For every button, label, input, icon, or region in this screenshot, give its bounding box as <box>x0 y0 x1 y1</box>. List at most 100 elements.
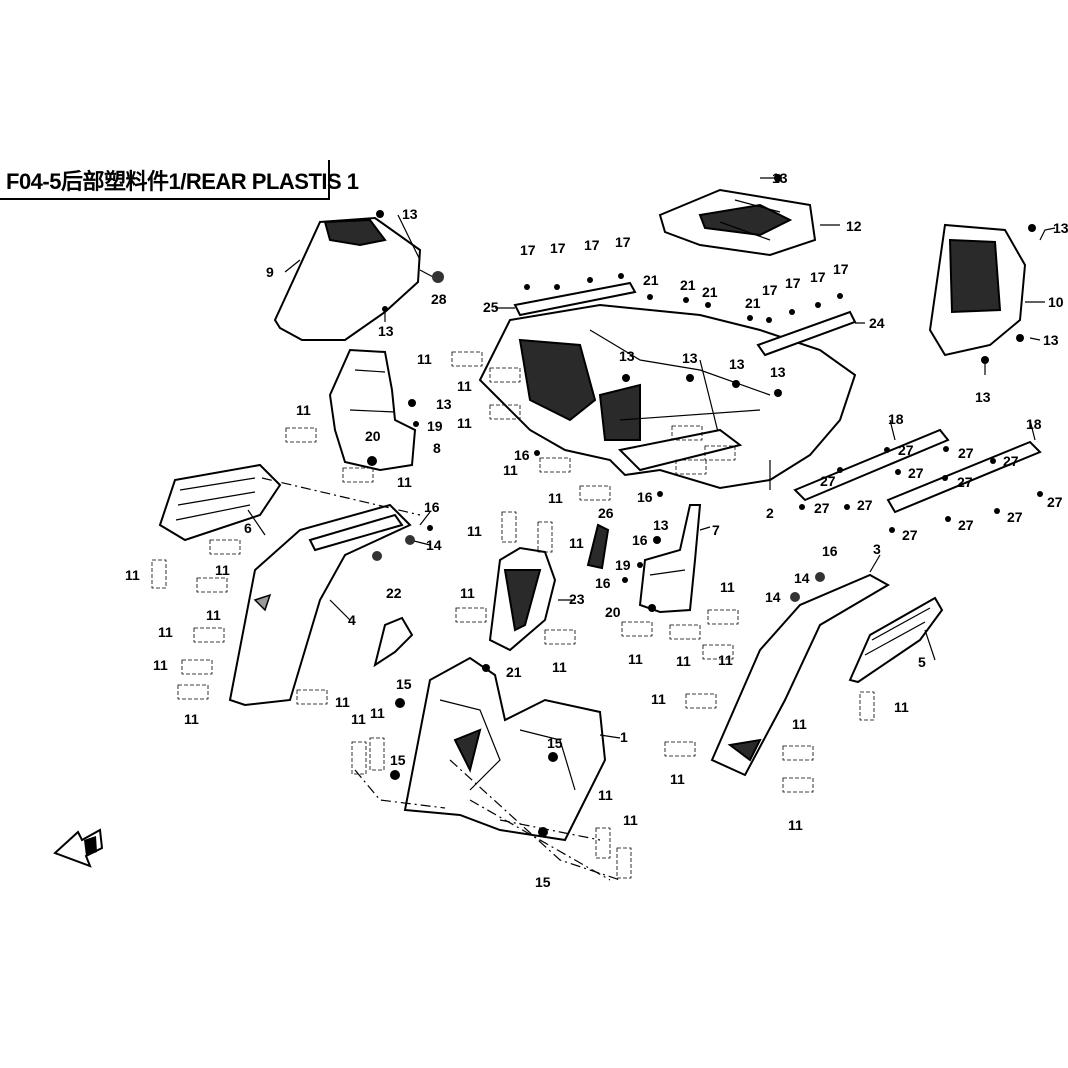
callout-13: 13 <box>682 350 698 366</box>
part-8-bracket[interactable] <box>328 348 417 472</box>
callout-18: 18 <box>888 411 904 427</box>
callout-11: 11 <box>894 699 909 715</box>
callout-11: 11 <box>552 659 567 675</box>
part-18-plate-left[interactable] <box>793 428 950 502</box>
callout-13: 13 <box>1043 332 1059 348</box>
callout-27: 27 <box>958 445 974 461</box>
callout-21: 21 <box>680 277 696 293</box>
callout-4: 4 <box>348 612 356 628</box>
part-10-side-panel[interactable] <box>928 223 1027 357</box>
callout-11: 11 <box>296 402 311 418</box>
callout-20: 20 <box>605 604 621 620</box>
callout-13: 13 <box>770 364 786 380</box>
callout-16: 16 <box>595 575 611 591</box>
part-3-fender[interactable] <box>710 573 891 777</box>
callout-27: 27 <box>902 527 918 543</box>
callout-14: 14 <box>426 537 442 553</box>
callout-27: 27 <box>958 517 974 533</box>
callout-11: 11 <box>370 705 385 721</box>
callout-11: 11 <box>670 771 685 787</box>
callout-11: 11 <box>397 474 412 490</box>
callout-22: 22 <box>386 585 402 601</box>
callout-11: 11 <box>598 787 613 803</box>
callout-12: 12 <box>846 218 862 234</box>
callout-13: 13 <box>436 396 452 412</box>
callout-26: 26 <box>598 505 614 521</box>
callout-15: 15 <box>390 752 406 768</box>
callout-27: 27 <box>908 465 924 481</box>
callout-11: 11 <box>125 567 140 583</box>
callout-27: 27 <box>820 473 836 489</box>
dash-lines <box>261 477 621 881</box>
callout-11: 11 <box>718 652 733 668</box>
callout-11: 11 <box>457 415 472 431</box>
part-4-fender[interactable] <box>228 503 412 707</box>
callout-21: 21 <box>643 272 659 288</box>
callout-10: 10 <box>1048 294 1064 310</box>
callout-16: 16 <box>637 489 653 505</box>
part-18-plate-right[interactable] <box>886 440 1042 514</box>
callout-27: 27 <box>898 442 914 458</box>
part-1-lower-cover[interactable] <box>403 656 607 842</box>
callout-21: 21 <box>745 295 761 311</box>
leader-lines <box>247 177 1056 739</box>
callout-18: 18 <box>1026 416 1042 432</box>
callout-11: 11 <box>792 716 807 732</box>
callout-11: 11 <box>676 653 691 669</box>
callout-24: 24 <box>869 315 885 331</box>
callout-17: 17 <box>615 234 631 250</box>
front-direction-arrow-icon <box>53 828 104 868</box>
callout-13: 13 <box>378 323 394 339</box>
callout-8: 8 <box>433 440 441 456</box>
callout-5: 5 <box>918 654 926 670</box>
callout-11: 11 <box>548 490 563 506</box>
callout-17: 17 <box>785 275 801 291</box>
callout-13: 13 <box>619 348 635 364</box>
callout-13: 13 <box>402 206 418 222</box>
callout-3: 3 <box>873 541 881 557</box>
part-6-tray[interactable] <box>158 463 282 542</box>
callout-17: 17 <box>833 261 849 277</box>
callout-17: 17 <box>520 242 536 258</box>
callout-21: 21 <box>702 284 718 300</box>
page-title: F04-5后部塑料件1/REAR PLASTIS 1 <box>6 169 359 194</box>
callout-11: 11 <box>457 378 472 394</box>
callout-27: 27 <box>1003 453 1019 469</box>
part-24-rail[interactable] <box>756 310 857 357</box>
callout-1: 1 <box>620 729 628 745</box>
callout-11: 11 <box>206 607 221 623</box>
callout-9: 9 <box>266 264 274 280</box>
callout-13: 13 <box>729 356 745 372</box>
callout-11: 11 <box>153 657 168 673</box>
title-frame <box>0 160 330 200</box>
part-5-tray[interactable] <box>848 596 944 684</box>
callout-13: 13 <box>1053 220 1068 236</box>
part-23-center-panel[interactable] <box>488 546 557 652</box>
callout-11: 11 <box>215 562 230 578</box>
callout-15: 15 <box>396 676 412 692</box>
callout-11: 11 <box>335 694 350 710</box>
part-7-bracket[interactable] <box>638 504 702 614</box>
callout-11: 11 <box>351 711 366 727</box>
callout-27: 27 <box>957 474 973 490</box>
callout-16: 16 <box>424 499 440 515</box>
callout-11: 11 <box>788 817 803 833</box>
part-9-side-panel[interactable] <box>273 216 422 341</box>
callout-labels: 13 12 13 9 28 13 13 10 13 13 17 17 17 17… <box>125 170 1068 890</box>
callout-20: 20 <box>365 428 381 444</box>
part-25-rail[interactable] <box>513 281 637 317</box>
callout-19: 19 <box>615 557 631 573</box>
part-22-cover[interactable] <box>373 616 414 668</box>
callout-16: 16 <box>514 447 530 463</box>
callout-15: 15 <box>535 874 551 890</box>
callout-11: 11 <box>467 523 482 539</box>
callout-16: 16 <box>632 532 648 548</box>
callout-11: 11 <box>628 651 643 667</box>
part-26-grille[interactable] <box>586 523 610 570</box>
callout-19: 19 <box>427 418 443 434</box>
callout-14: 14 <box>765 589 781 605</box>
callout-23: 23 <box>569 591 585 607</box>
part-12-top-cover[interactable] <box>658 188 817 257</box>
callout-13: 13 <box>653 517 669 533</box>
